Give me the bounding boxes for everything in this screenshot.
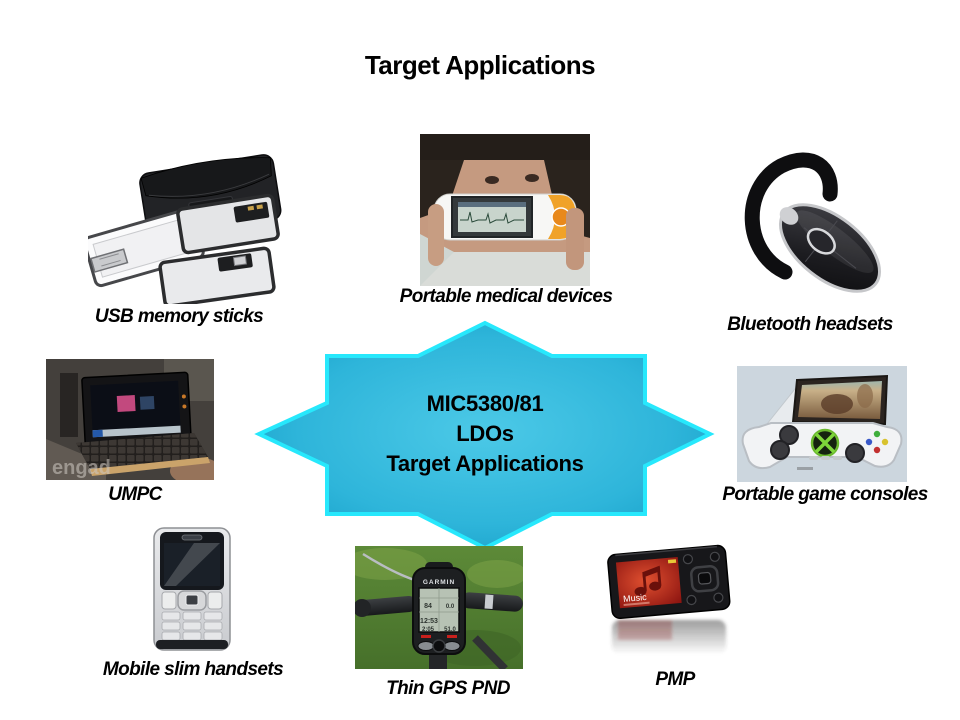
phone-base <box>156 640 228 649</box>
gps-value: 84 <box>424 603 432 610</box>
gps-joystick <box>432 639 446 653</box>
usb-card-top <box>176 193 280 255</box>
pmp-button <box>686 594 697 606</box>
reflection <box>612 620 726 654</box>
gps-device: GARMIN 84 0.0 12:53 2:05 51.0 <box>412 562 466 655</box>
pmp-button <box>682 554 694 565</box>
soft-key <box>207 591 223 610</box>
caption-bluetooth: Bluetooth headsets <box>727 314 893 335</box>
music-note-icon <box>634 565 662 596</box>
console-body <box>741 422 903 470</box>
gps-button <box>443 641 461 651</box>
pmp-button <box>713 592 724 603</box>
portable-medical-device-photo <box>420 134 590 286</box>
pmp-device: Music <box>607 544 731 620</box>
console-screen <box>791 374 889 426</box>
caption-game: Portable game consoles <box>722 484 928 505</box>
hand-right <box>566 208 584 270</box>
gps-value: 0.0 <box>446 604 455 610</box>
star-line-ldos: LDOs <box>456 421 514 446</box>
caption-umpc: UMPC <box>108 484 162 505</box>
watermark: engad <box>52 457 111 479</box>
center-star-text: MIC5380/81 LDOs Target Applications <box>330 389 640 479</box>
caption-usb: USB memory sticks <box>94 306 264 327</box>
analog-stick <box>779 425 799 445</box>
umpc-device <box>81 371 192 449</box>
mobile-handset-photo <box>136 526 248 653</box>
usb-card-bottom <box>158 246 276 304</box>
soft-key <box>161 591 177 610</box>
ecg-trace <box>460 211 524 224</box>
bluetooth-headset-photo <box>733 152 893 304</box>
face-eye <box>485 176 499 184</box>
pmp-screen <box>615 557 682 609</box>
caption-handset: Mobile slim handsets <box>102 659 284 680</box>
pmp-select-button <box>697 571 712 585</box>
pmp-screen-title: Music <box>623 592 648 604</box>
game-console-photo <box>737 366 907 482</box>
keypad <box>161 611 223 641</box>
gps-value: 51.0 <box>444 627 456 633</box>
medical-device <box>433 193 577 241</box>
caption-gps: Thin GPS PND <box>386 678 510 699</box>
headset-button <box>806 227 836 255</box>
headset-body <box>778 203 882 293</box>
earpiece <box>181 534 203 541</box>
phone-screen <box>164 543 220 586</box>
star-line-target-apps: Target Applications <box>386 451 584 476</box>
gps-value: 2:05 <box>422 627 435 633</box>
face-eye <box>525 174 539 182</box>
usb-memory-sticks-photo <box>88 152 288 304</box>
pmp-photo: Music <box>600 532 737 660</box>
umpc-photo: engad <box>46 359 214 480</box>
gps-photo: GARMIN 84 0.0 12:53 2:05 51.0 <box>355 546 523 669</box>
pmp-button <box>709 551 720 562</box>
handlebar-left <box>355 595 417 617</box>
gps-button <box>417 641 435 651</box>
slide-title: Target Applications <box>364 50 596 80</box>
analog-stick <box>770 440 790 460</box>
phone-body <box>153 527 231 651</box>
star-line-part-number: MIC5380/81 <box>426 391 544 416</box>
analog-stick <box>845 443 865 463</box>
ear-hook <box>744 152 838 280</box>
caption-medical: Portable medical devices <box>399 286 613 307</box>
hand-left <box>428 204 444 266</box>
x-logo <box>815 433 835 453</box>
pmp-dpad <box>690 565 720 593</box>
gps-brand: GARMIN <box>423 579 455 586</box>
caption-pmp: PMP <box>655 669 695 690</box>
usb-card-left <box>88 207 205 288</box>
gps-value: 12:53 <box>420 618 438 625</box>
